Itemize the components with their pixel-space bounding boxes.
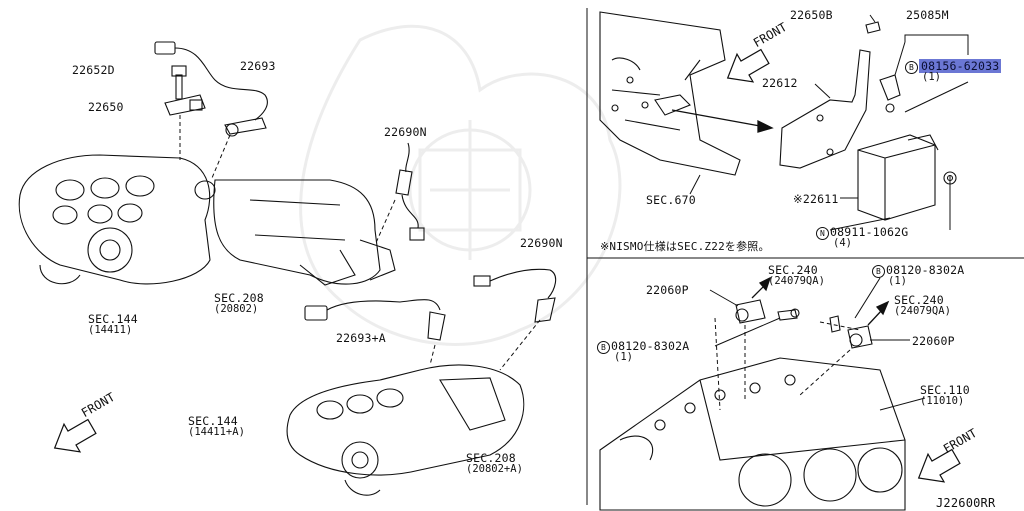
- watermark-emblem: [299, 24, 622, 346]
- leader-lines-right-bottom: [709, 277, 926, 411]
- sensor-bracket-22650: [164, 65, 206, 116]
- part-label-22690N-top[interactable]: 22690N: [384, 125, 427, 139]
- ecm-module-22611: [857, 134, 939, 221]
- nut-08911-icon: [943, 171, 957, 185]
- nut-circle-n-icon: N: [816, 227, 829, 240]
- section-ref-sec144-bottom[interactable]: SEC.144: [188, 414, 238, 428]
- section-ref-sec240-a[interactable]: SEC.240: [768, 263, 818, 277]
- section-ref-sec110-sub: (11010): [920, 395, 965, 407]
- arrow-to-ecm: [671, 109, 774, 133]
- front-arrow-left: [53, 418, 97, 453]
- bolt-circle-b-icon: B: [905, 61, 918, 74]
- part-label-25085M[interactable]: 25085M: [906, 8, 949, 22]
- bolt-08120-a-qty: (1): [614, 351, 633, 363]
- knock-sensor-22060P-right: [829, 315, 873, 349]
- dashed-leaders-right: [714, 317, 861, 411]
- nut-08911-part-number[interactable]: 08911-1062G: [830, 225, 909, 239]
- ecm-bracket-22612: [779, 49, 871, 169]
- part-label-22693A[interactable]: 22693+A: [336, 331, 386, 345]
- bolt-08120-a-part-number[interactable]: 08120-8302A: [611, 339, 690, 353]
- part-number-22611[interactable]: 22611: [802, 192, 839, 206]
- o2-sensor-22693A: [304, 299, 446, 341]
- section-ref-sec144-bottom-sub: (14411+A): [188, 426, 245, 438]
- part-label-22650B[interactable]: 22650B: [790, 8, 833, 22]
- dashed-leaders-left: [179, 115, 541, 371]
- section-ref-sec110[interactable]: SEC.110: [920, 383, 970, 397]
- bolt-circle-b-icon: B: [597, 341, 610, 354]
- part-label-22060P-left[interactable]: 22060P: [646, 283, 689, 297]
- front-arrow-right-bottom: [917, 448, 961, 483]
- section-ref-sec144-top[interactable]: SEC.144: [88, 312, 138, 326]
- section-ref-sec240-b[interactable]: SEC.240: [894, 293, 944, 307]
- nut-08911-qty: (4): [833, 237, 852, 249]
- section-ref-sec208-bottom[interactable]: SEC.208: [466, 451, 516, 465]
- bolt-08120-b-qty: (1): [888, 275, 907, 287]
- part-label-22652D[interactable]: 22652D: [72, 63, 115, 77]
- section-ref-sec208-top-sub: (20802): [214, 303, 259, 315]
- cylinder-head-sec110: [599, 357, 906, 511]
- nismo-mark: ※: [793, 192, 803, 206]
- part-label-22693[interactable]: 22693: [240, 59, 276, 73]
- part-label-22650[interactable]: 22650: [88, 100, 124, 114]
- front-arrow-right-top: [726, 48, 770, 83]
- arrows-sec240: [751, 276, 890, 326]
- section-ref-sec208-bottom-sub: (20802+A): [466, 463, 523, 475]
- section-ref-sec240-a-sub: (24079QA): [768, 275, 825, 287]
- ecm-sensor-25085M: [865, 21, 901, 113]
- knock-sensor-22060P-left: [735, 299, 800, 324]
- turbo-assembly-bottom: [286, 364, 525, 496]
- bolt-08156-qty: (1): [922, 71, 941, 83]
- panel-dividers: [586, 8, 1024, 505]
- section-ref-sec240-b-sub: (24079QA): [894, 305, 951, 317]
- o2-sensor-22690N-top: [395, 142, 425, 241]
- leader-lines-right-top: [689, 14, 969, 231]
- part-label-22611[interactable]: ※22611: [793, 193, 838, 205]
- diagram-code: J22600RR: [936, 496, 996, 510]
- part-label-22612[interactable]: 22612: [762, 76, 798, 90]
- o2-sensor-22690N-mid: [473, 268, 557, 323]
- part-label-22690N-mid[interactable]: 22690N: [520, 236, 563, 250]
- bolt-circle-b-icon: B: [872, 265, 885, 278]
- section-ref-sec208-top[interactable]: SEC.208: [214, 291, 264, 305]
- section-ref-sec144-top-sub: (14411): [88, 324, 133, 336]
- bolt-08120-b-part-number[interactable]: 08120-8302A: [886, 263, 965, 277]
- bolt-08156-part-number[interactable]: 08156-62033: [919, 59, 1002, 73]
- section-ref-sec670[interactable]: SEC.670: [646, 193, 696, 207]
- part-label-22060P-right[interactable]: 22060P: [912, 334, 955, 348]
- o2-sensor-22693: [154, 41, 268, 137]
- nismo-note: ※NISMO仕様はSEC.Z22を参照。: [600, 240, 770, 253]
- exhaust-manifold-top: [213, 179, 396, 286]
- turbo-assembly-top: [18, 154, 216, 285]
- firewall-panel-sec670: [599, 11, 741, 176]
